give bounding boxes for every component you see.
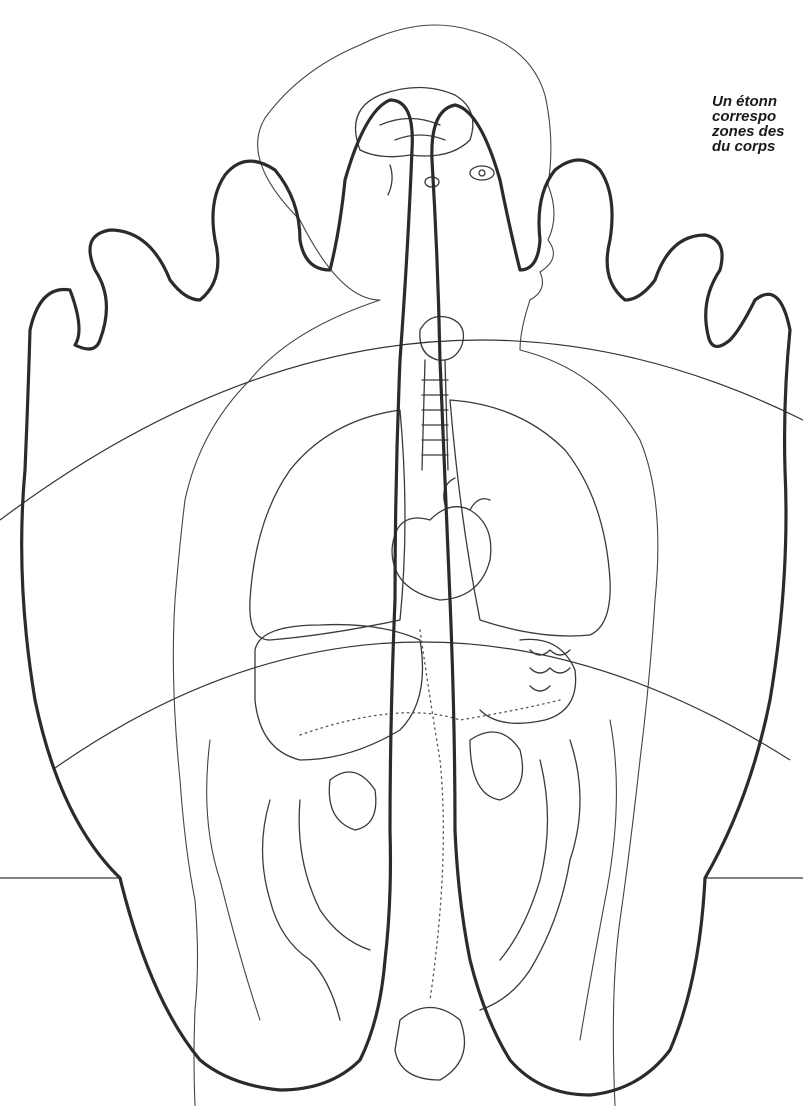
brain bbox=[356, 88, 473, 157]
eye bbox=[470, 166, 494, 180]
kidneys bbox=[329, 732, 522, 830]
heart bbox=[392, 478, 491, 600]
dotted-diaphragm-line bbox=[300, 700, 560, 735]
body-outline bbox=[173, 220, 658, 1106]
intestines bbox=[263, 740, 581, 1020]
left-foot bbox=[22, 100, 413, 1090]
liver bbox=[255, 625, 423, 760]
bladder bbox=[395, 1008, 465, 1081]
right-foot bbox=[432, 105, 790, 1095]
dotted-ureter bbox=[420, 630, 443, 1000]
